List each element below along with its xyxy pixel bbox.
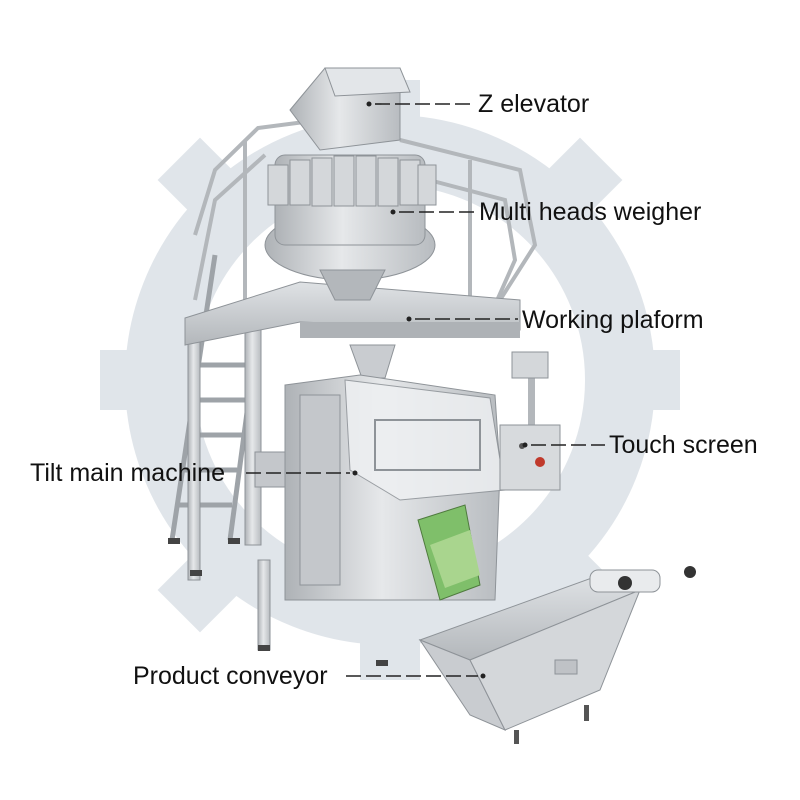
- label-product-conveyor: Product conveyor: [133, 662, 328, 690]
- leader-product-conveyor: [346, 673, 486, 679]
- multi-heads-weigher: [264, 154, 437, 301]
- touch-screen: [511, 351, 549, 450]
- label-touch-screen: Touch screen: [609, 431, 758, 459]
- leader-multi-heads-weigher: [390, 209, 475, 215]
- leader-tilt-main-machine: [246, 470, 358, 476]
- product-bags: [417, 504, 481, 601]
- leader-working-platform: [406, 316, 518, 322]
- machine-feet: [168, 538, 388, 666]
- label-multi-heads-weigher: Multi heads weigher: [479, 198, 702, 226]
- leader-touch-screen: [522, 442, 605, 448]
- label-z-elevator: Z elevator: [478, 90, 590, 118]
- discharge-funnel: [349, 344, 396, 379]
- leader-z-elevator: [366, 101, 474, 107]
- label-working-platform: Working plaform: [522, 306, 704, 334]
- label-tilt-main-machine: Tilt main machine: [30, 459, 225, 487]
- working-platform: [184, 281, 521, 346]
- z-elevator: [289, 67, 411, 151]
- platform-handrail: [193, 118, 538, 315]
- product-conveyor: [418, 566, 696, 744]
